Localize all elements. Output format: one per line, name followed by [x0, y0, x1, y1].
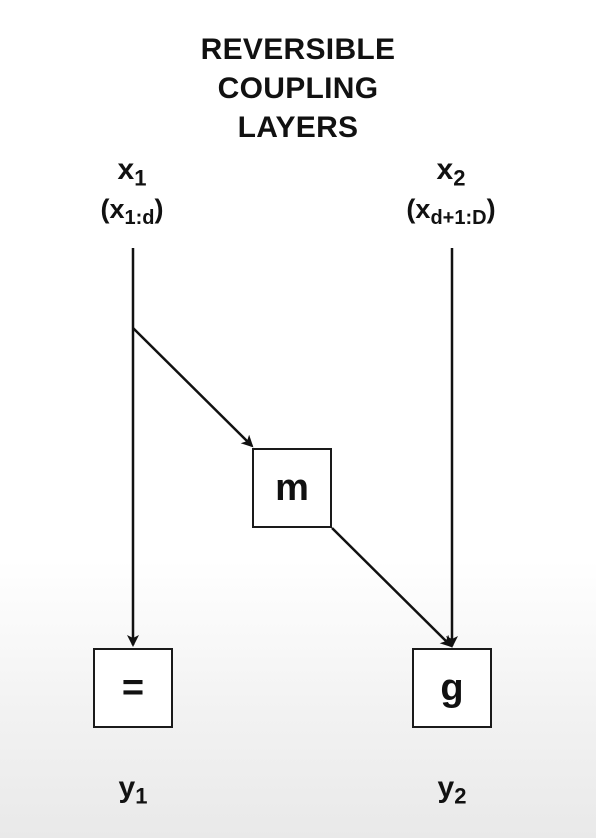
- diagram-title: REVERSIBLE COUPLING LAYERS: [200, 33, 396, 144]
- input-x1-name: x: [117, 153, 135, 186]
- box-m: m: [252, 448, 332, 528]
- input-x1-paren-close: ): [154, 194, 164, 224]
- input-x1-range: 1:d: [124, 207, 155, 229]
- input-x2-range-label: (xd+1:D): [381, 194, 521, 229]
- output-y2-label: y2: [412, 770, 492, 809]
- arrow-m-to-g: [331, 527, 453, 648]
- output-y1-label: y1: [93, 770, 173, 809]
- input-x1-paren-open: (x: [100, 194, 125, 224]
- input-x2-label: x2: [411, 152, 491, 191]
- input-x2-range: d+1:D: [430, 207, 487, 229]
- output-y1-name: y: [118, 771, 136, 804]
- input-x2-paren-open: (x: [406, 194, 431, 224]
- input-x1-range-label: (x1:d): [72, 194, 192, 229]
- arrow-x1-to-m: [132, 327, 254, 448]
- input-x2-name: x: [436, 153, 454, 186]
- input-x2-index: 2: [453, 165, 466, 191]
- input-x1-label: x1: [92, 152, 172, 191]
- output-y1-index: 1: [135, 783, 148, 809]
- output-y2-index: 2: [454, 783, 467, 809]
- input-x1-index: 1: [134, 165, 147, 191]
- box-g: g: [412, 648, 492, 728]
- output-y2-name: y: [437, 771, 455, 804]
- box-identity: =: [93, 648, 173, 728]
- input-x2-paren-close: ): [486, 194, 496, 224]
